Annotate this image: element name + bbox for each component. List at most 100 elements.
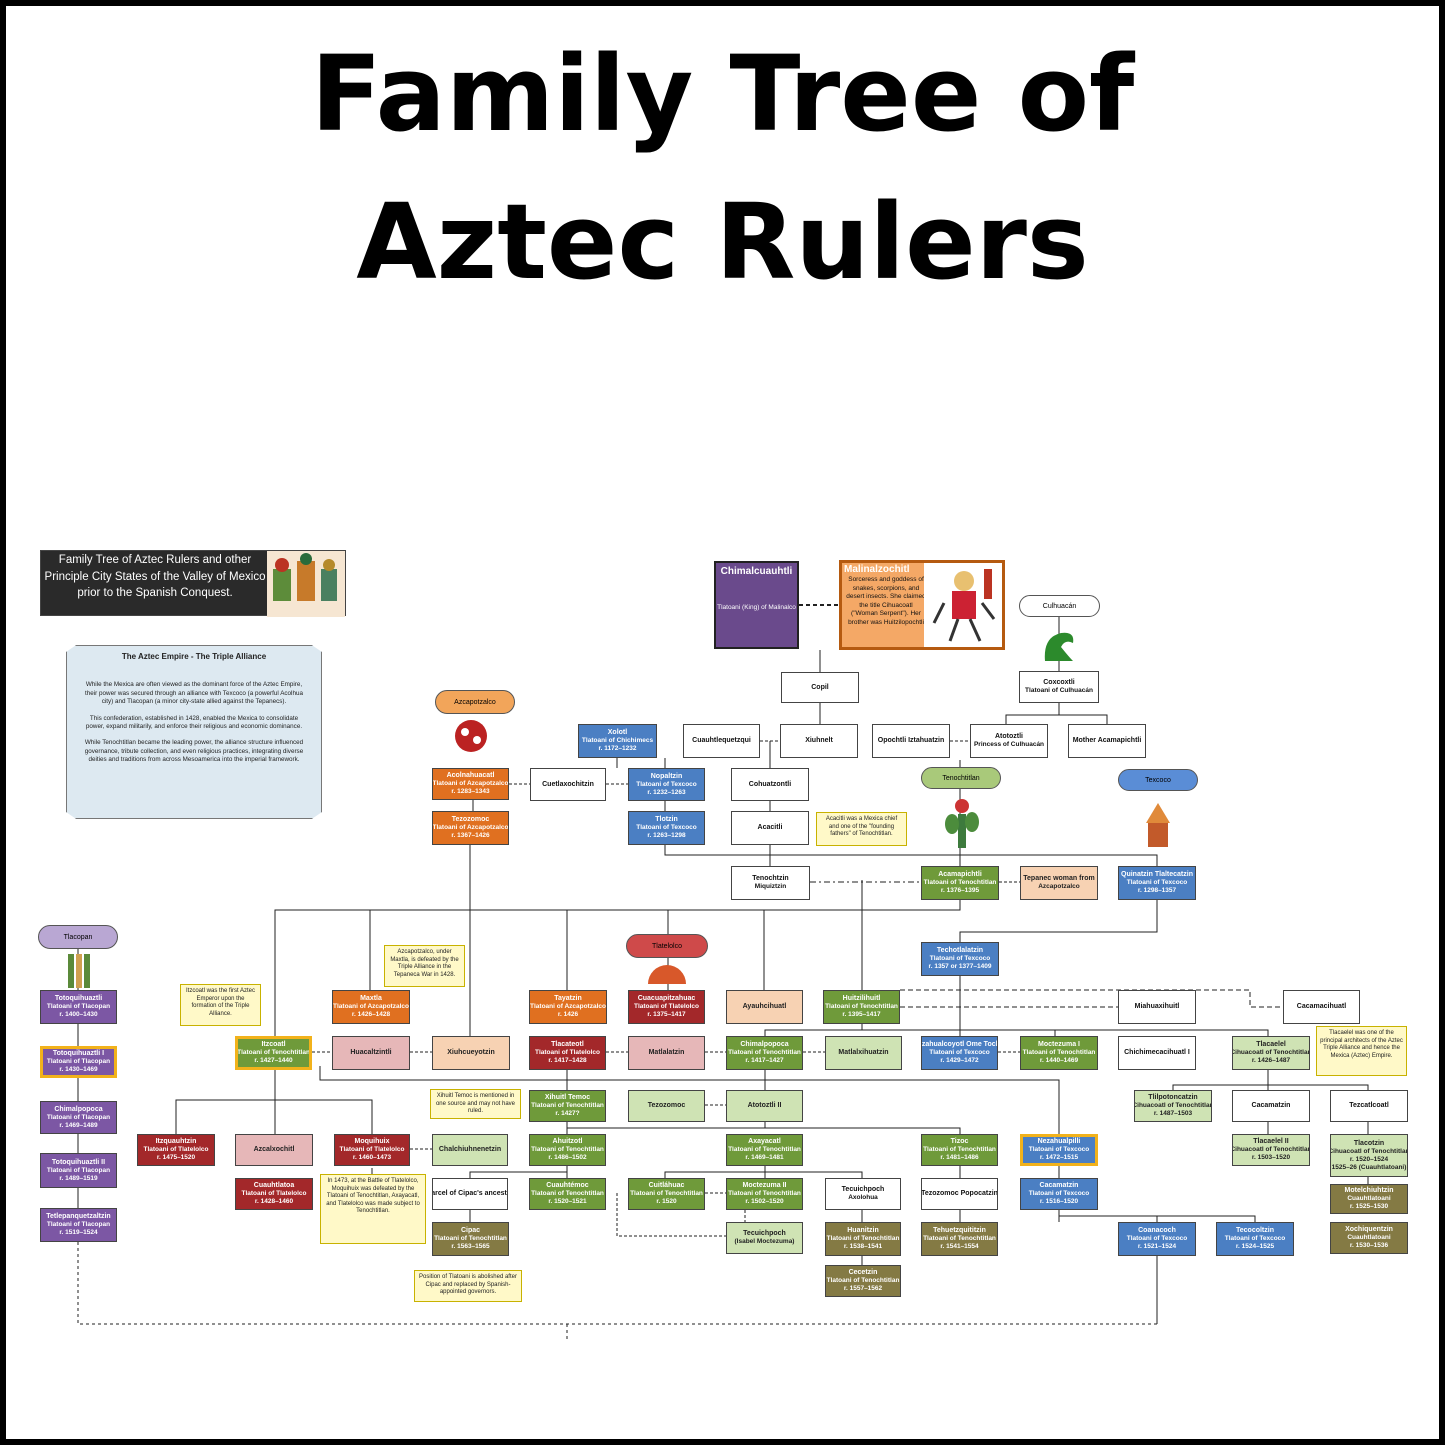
person-miahuaxihuitl-name: Miahuaxihuitl: [1134, 1003, 1180, 1010]
person-tezcatl: Tezcatlcoatl: [1330, 1090, 1408, 1122]
person-itzquauhtzin-name: Itzquauhtzin: [155, 1138, 197, 1145]
person-tenochtzin-name: Tenochtzin: [752, 875, 789, 882]
person-acamapichtli-sub: Tlatoani of Tenochtitlan: [923, 879, 997, 886]
person-tezozomoc_a-name: Tezozomoc: [451, 816, 490, 823]
person-miahuaxihuitl: Miahuaxihuitl: [1118, 990, 1196, 1024]
person-moctezuma2-name: Moctezuma II: [742, 1182, 787, 1189]
person-nopaltzin-date: r. 1232–1263: [647, 788, 686, 796]
person-xiuhnelt-name: Xiuhnelt: [805, 737, 833, 744]
person-cecetzin-sub: Tlatoani of Tenochtitlan: [826, 1277, 900, 1284]
person-axayacatl-date: r. 1469–1481: [745, 1154, 784, 1161]
person-ayauhcihuatl-name: Ayauhcihuatl: [742, 1003, 787, 1010]
person-cuacuapitzahuac-name: Cuacuapitzahuac: [637, 995, 696, 1002]
note-acacitli: Acacitli was a Mexica chief and one of t…: [816, 812, 907, 846]
person-cuetlaxochitzin: Cuetlaxochitzin: [530, 768, 606, 801]
person-tlacopan5-sub: Tlatoani of Tlacopan: [46, 1221, 111, 1228]
person-cacamatzin-name: Cacamatzin: [1039, 1182, 1079, 1189]
info-heading: The Aztec Empire - The Triple Alliance: [121, 652, 267, 661]
malinalzochitl-box: Malinalzochitl Sorceress and goddess of …: [839, 560, 1005, 650]
person-tenochtzin-sub: Miquiztzin: [754, 883, 787, 890]
person-copil: Copil: [781, 672, 859, 703]
person-tlacopan1-date: r. 1400–1430: [59, 1011, 98, 1018]
person-xihuitl-sub: Tlatoani of Tenochtitlan: [531, 1102, 604, 1109]
person-xihuitl-name: Xihuitl Temoc: [544, 1094, 591, 1101]
person-coanacoch-date: r. 1521–1524: [1137, 1243, 1177, 1250]
person-coxcoxtli-sub: Tlatoani of Culhuacán: [1025, 687, 1093, 694]
diagram-header-text: Family Tree of Aztec Rulers and other Pr…: [44, 554, 266, 599]
person-tlacopan2-sub: Tlatoani of Tlacopan: [46, 1058, 111, 1065]
person-ahuitzotl-sub: Tlatoani of Tenochtitlan: [531, 1146, 604, 1153]
person-tlacopan3-name: Chimalpopoca: [54, 1105, 103, 1113]
person-moctezuma1-name: Moctezuma I: [1037, 1041, 1080, 1048]
person-tlacopan2-name: Totoquihuaztli I: [52, 1050, 105, 1057]
person-tezozomoc_t-name: Tezozomoc: [647, 1102, 686, 1109]
person-nezahualpilli-sub: Tlatoani of Texcoco: [1028, 1146, 1090, 1153]
person-matlalatzin-name: Matlalatzin: [648, 1049, 685, 1056]
person-tayatzin-name: Tayatzin: [554, 995, 582, 1002]
person-xiuhnelt: Xiuhnelt: [780, 724, 858, 758]
person-cacamatzin-date: r. 1516–1520: [1039, 1198, 1079, 1205]
person-azcalxochitl: Azcalxochitl: [235, 1134, 313, 1166]
malinalzochitl-description: Sorceress and goddess of snakes, scorpio…: [846, 576, 926, 626]
person-tecuichpoch-name: Tecuichpoch: [743, 1230, 786, 1237]
person-cuauhtlequetzqui: Cuauhtlequetzqui: [683, 724, 760, 758]
person-quinatzin-name: Quinatzin Tlaltecatzin: [1121, 871, 1193, 878]
person-acolnahuacatl-sub: Tlatoani of Azcapotzalco: [432, 780, 509, 787]
person-tecocoltzin-sub: Tlatoani of Texcoco: [1224, 1235, 1286, 1242]
person-xihuitl-date: r. 1427?: [555, 1110, 580, 1117]
person-cipac-sub: Tlatoani of Tenochtitlan: [434, 1235, 507, 1242]
person-itzquauhtzin-sub: Tlatoani of Tlatelolco: [143, 1146, 209, 1153]
person-chimalpopoca-date: r. 1417–1427: [745, 1057, 784, 1064]
person-cuitlahuac-sub: Tlatoani of Tenochtitlan: [630, 1190, 703, 1197]
chimalcuauhtli-title: Tlatoani (King) of Malinalco: [717, 604, 796, 611]
person-tepanec-sub: Azcapotzalco: [1038, 883, 1080, 890]
place-tenochtitlan: Tenochtitlan: [921, 767, 1001, 789]
place-culhuacan: Culhuacán: [1019, 595, 1100, 617]
person-cuacuapitzahuac-sub: Tlatoani of Tlatelolco: [633, 1003, 699, 1010]
person-axayacatl-sub: Tlatoani of Tenochtitlan: [728, 1146, 801, 1153]
person-acolnahuacatl-name: Acolnahuacatl: [446, 772, 495, 779]
person-atotoztli-name: Atotoztli: [995, 733, 1023, 740]
person-cacamatzin_t: Cacamatzin: [1232, 1090, 1310, 1122]
person-tlacaelel-name: Tlacaelel: [1256, 1041, 1286, 1048]
person-moctezuma1-date: r. 1440–1469: [1039, 1057, 1079, 1064]
person-quinatzin-sub: Tlatoani of Texcoco: [1126, 879, 1188, 886]
person-moctezuma2-date: r. 1502–1520: [745, 1198, 784, 1205]
person-tlacotzin-date2: 1525–26 (Cuauhtlatoani): [1331, 1163, 1407, 1171]
person-tlacopan5-date: r. 1519–1524: [59, 1229, 98, 1236]
person-tezcatl-name: Tezcatlcoatl: [1349, 1102, 1389, 1109]
person-nezahualpilli-name: Nezahualpilli: [1037, 1138, 1081, 1145]
person-nezahualcoyotl: Nezahualcoyotl Ome TochtliTlatoani of Te…: [921, 1036, 998, 1070]
person-tenoch_pop-name: Tezozomoc Popocatzin: [921, 1190, 998, 1197]
person-cuauhtlequetzqui-name: Cuauhtlequetzqui: [692, 737, 751, 744]
person-xochiquentzin-date: r. 1530–1536: [1349, 1242, 1389, 1249]
person-tecuichpoch: Tecuichpoch(Isabel Moctezuma): [726, 1222, 803, 1254]
person-maxtla-date: r. 1426–1428: [351, 1011, 391, 1018]
chimalcuauhtli-name: Chimalcuauhtli: [720, 566, 793, 577]
person-opochtli-name: Opochtli Iztahuatzin: [877, 737, 945, 744]
info-paragraph-3: While Tenochtitlan became the leading po…: [84, 739, 304, 764]
person-huanitzin-name: Huanitzin: [847, 1227, 879, 1234]
note-xihuitl-temoc: Xihuitl Temoc is mentioned in one source…: [430, 1089, 521, 1119]
